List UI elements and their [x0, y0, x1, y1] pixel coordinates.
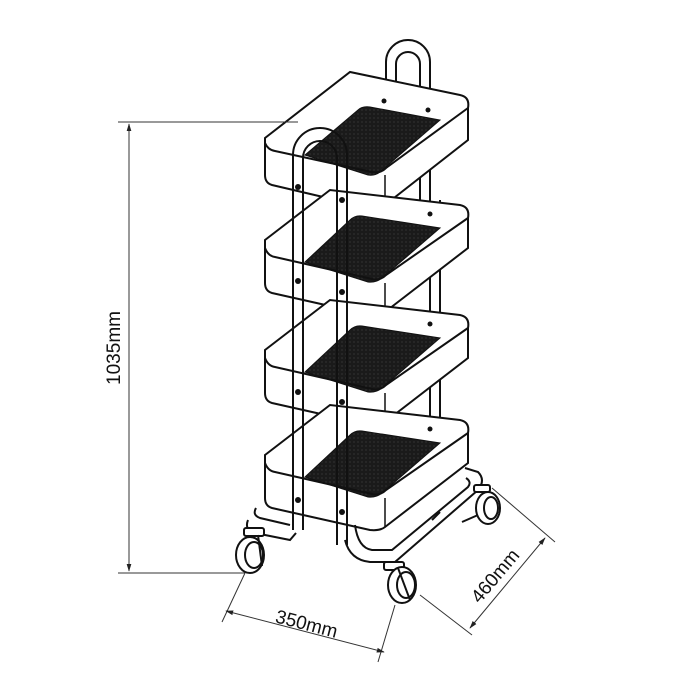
height-label: 1035mm	[104, 311, 125, 385]
basket-tier-2	[264, 188, 470, 317]
front-handle	[292, 127, 348, 545]
width-label: 350mm	[273, 607, 340, 643]
width-dimension	[221, 572, 396, 663]
basket-tier-3	[264, 298, 470, 427]
caster-wheel-rear-right	[461, 484, 501, 525]
caster-wheel-front-left	[235, 527, 265, 574]
basket-tier-1	[264, 70, 470, 210]
height-dimension	[118, 121, 298, 574]
depth-dimension	[419, 487, 556, 636]
base-frame	[245, 467, 483, 563]
basket-tier-4	[264, 403, 470, 532]
rear-handle	[385, 39, 431, 200]
depth-label: 460mm	[467, 545, 524, 607]
caster-wheel-front-right	[383, 561, 417, 604]
